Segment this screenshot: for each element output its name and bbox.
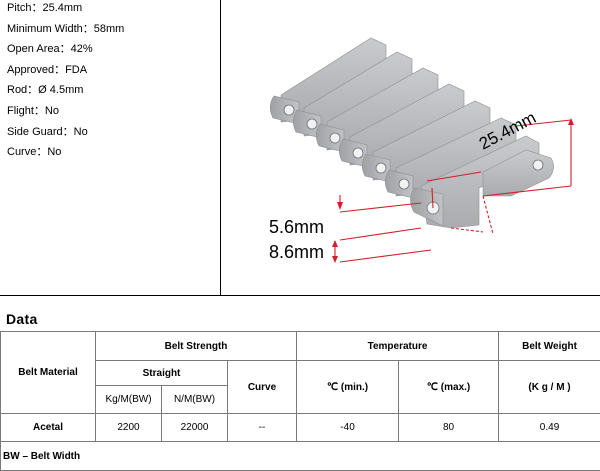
spec-section: Pitch：25.4mm Minimum Width：58mm Open Are… <box>0 0 600 296</box>
chain-link-3 <box>315 67 439 153</box>
table-header-row-1: Belt Material Belt Strength Temperature … <box>0 331 600 414</box>
data-table: Belt Material Belt Strength Temperature … <box>0 331 600 471</box>
table-header-row-2: Straight Curve ℃ (min.) ℃ (max.) (K g / … <box>1 360 600 414</box>
n-cell: 22000 <box>161 413 228 442</box>
belt-drawing-panel: 25.4mm 5.6mm 8.6mm <box>221 0 600 296</box>
dimension-arrowheads <box>332 118 574 263</box>
spec-minimum-width: Minimum Width：58mm <box>7 22 125 35</box>
section-title: Data <box>6 311 38 327</box>
spec-approved: Approved：FDA <box>7 63 88 76</box>
kg-cell: 2200 <box>95 413 162 442</box>
curve-cell: -- <box>226 413 298 442</box>
spec-list: Pitch：25.4mm Minimum Width：58mm Open Are… <box>7 0 124 163</box>
spec-flight: Flight：No <box>7 104 59 117</box>
spec-rod: Rod：Ø 4.5mm <box>7 84 84 97</box>
weight-cell: 0.49 <box>498 413 600 442</box>
table-footnote-row: BW – Belt Width <box>0 441 600 471</box>
belt-strength-header: Belt Strength <box>94 331 298 361</box>
kg-header: Kg/M(BW) <box>95 385 162 414</box>
belt-module-drawing: 25.4mm 5.6mm 8.6mm <box>269 37 574 263</box>
material-cell: Acetal <box>0 413 96 442</box>
chain-link-6 <box>384 117 517 199</box>
chain-link-5 <box>361 100 491 183</box>
straight-header: Straight <box>95 360 228 386</box>
spec-box: Pitch：25.4mm Minimum Width：58mm Open Are… <box>0 0 221 296</box>
temp-min-header: ℃ (min.) <box>296 360 400 414</box>
spec-side-guard: Side Guard：No <box>7 125 88 138</box>
n-header: N/M(BW) <box>161 385 228 414</box>
belt-weight-header: Belt Weight <box>498 331 600 361</box>
chain-link-2 <box>292 51 413 139</box>
spec-pitch: Pitch：25.4mm <box>7 2 83 14</box>
table-row: Acetal 2200 22000 -- -40 80 0.49 <box>0 413 600 442</box>
dimension-5-6-label: 5.6mm <box>269 217 324 237</box>
belt-material-header: Belt Material <box>0 331 96 414</box>
curve-header: Curve <box>226 360 298 414</box>
dimension-8-6-label: 8.6mm <box>269 242 324 262</box>
weight-unit-header: (K g / M ) <box>498 360 600 414</box>
table-header-row-3: Kg/M(BW) N/M(BW) <box>1 385 600 414</box>
temp-max-cell: 80 <box>398 413 500 442</box>
temp-min-cell: -40 <box>296 413 400 442</box>
spec-open-area: Open Area：42% <box>7 43 93 56</box>
spec-curve: Curve：No <box>7 146 62 159</box>
temp-max-header: ℃ (max.) <box>398 360 500 414</box>
footnote: BW – Belt Width <box>0 441 600 471</box>
chain-link-1 <box>269 37 387 125</box>
temperature-header: Temperature <box>296 331 500 361</box>
